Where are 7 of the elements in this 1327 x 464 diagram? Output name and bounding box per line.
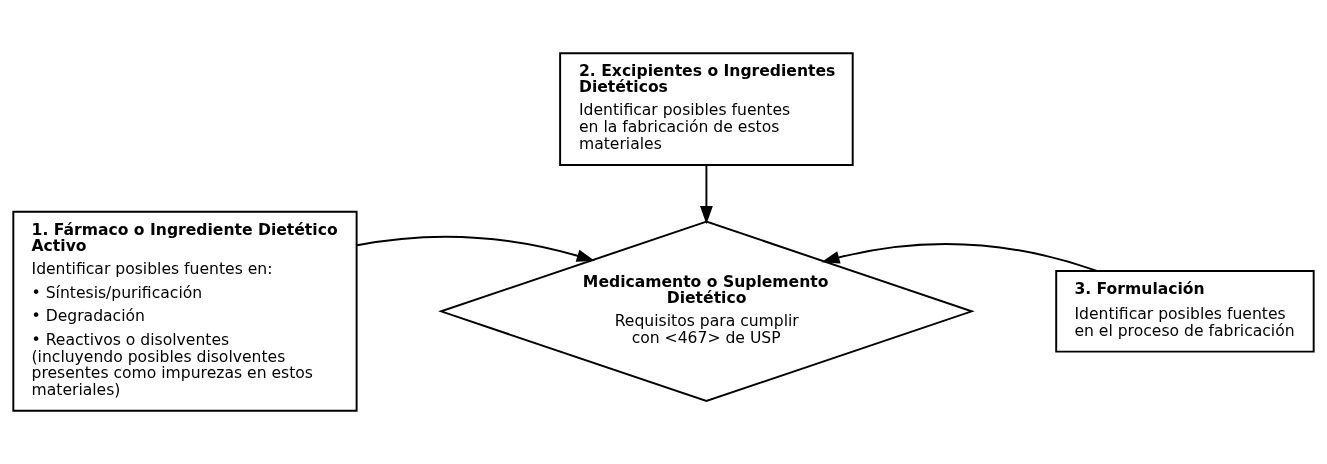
arrow <box>700 164 713 225</box>
arrow <box>356 235 595 262</box>
node-box: 2. Excipientes o Ingredientes Dietéticos Identificar posibles fuentes en la fabricación de estos materiales <box>559 52 854 166</box>
node-box: 1. Fármaco o Ingrediente Dietético Activo Identificar posibles fuentes en: • Síntesis/purificación • Degradación • Reactivos o disolventes (incluyendo posibles disolventes presentes como impurezas en estos materiales) <box>12 210 358 412</box>
arrow <box>821 243 1098 272</box>
node-box: 3. Formulación Identificar posibles fuentes en el proceso de fabricación <box>1055 270 1315 353</box>
node-diamond: Medicamento o Suplemento Dietético Requisitos para cumplir con <467> de USP <box>438 220 975 403</box>
